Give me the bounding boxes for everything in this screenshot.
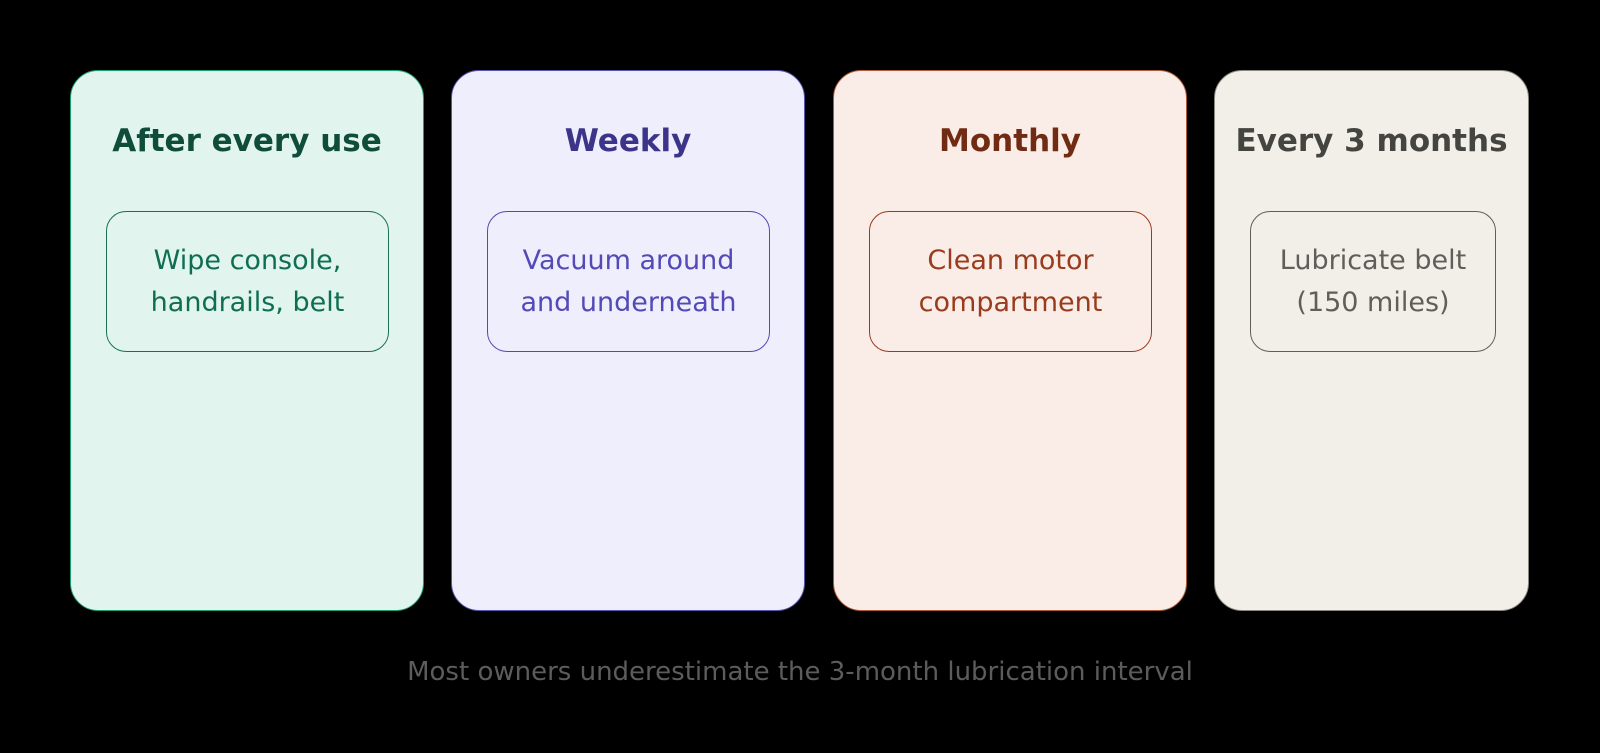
column-title: Every 3 months <box>1235 123 1508 159</box>
task-text: Clean motor compartment <box>918 244 1103 318</box>
caption: Most owners underestimate the 3-month lu… <box>407 657 1193 687</box>
column-title: Weekly <box>564 123 692 159</box>
column-monthly: Monthly Clean motor compartment <box>833 70 1187 611</box>
task-box: Lubricate belt (150 miles) <box>1250 211 1496 352</box>
column-title: Monthly <box>939 123 1081 159</box>
column-weekly: Weekly Vacuum around and underneath <box>451 70 805 611</box>
column-after-every-use: After every use Wipe console, handrails,… <box>70 70 424 611</box>
task-box: Clean motor compartment <box>869 211 1152 352</box>
task-text: Vacuum around and underneath <box>520 244 737 318</box>
task-box: Vacuum around and underneath <box>487 211 770 352</box>
task-text: Wipe console, handrails, belt <box>150 244 345 318</box>
column-title: After every use <box>112 123 382 159</box>
task-box: Wipe console, handrails, belt <box>106 211 389 352</box>
task-text: Lubricate belt (150 miles) <box>1279 244 1467 318</box>
column-every-3-months: Every 3 months Lubricate belt (150 miles… <box>1214 70 1529 611</box>
